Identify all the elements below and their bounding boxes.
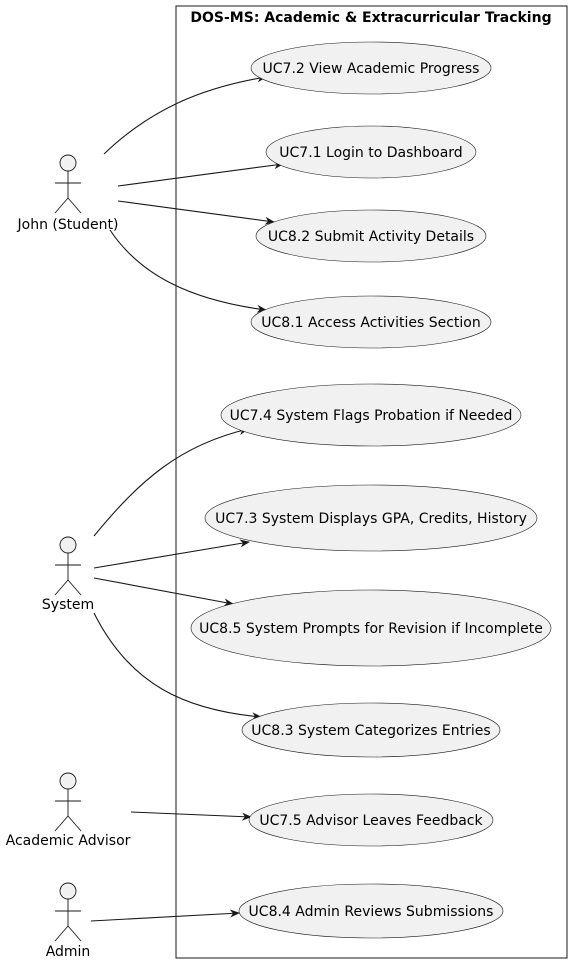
use-case-uc83: UC8.3 System Categorizes Entries bbox=[241, 702, 501, 758]
use-case-label: UC8.1 Access Activities Section bbox=[261, 315, 480, 331]
use-case-uc72: UC7.2 View Academic Progress bbox=[250, 41, 492, 95]
association-system-uc83 bbox=[93, 612, 262, 721]
use-case-label: UC8.5 System Prompts for Revision if Inc… bbox=[199, 621, 543, 637]
use-case-label: UC8.2 Submit Activity Details bbox=[268, 229, 474, 245]
use-case-uc74: UC7.4 System Flags Probation if Needed bbox=[220, 383, 522, 447]
association-john-uc81 bbox=[109, 229, 267, 313]
actor-head bbox=[59, 154, 77, 172]
association-john-uc72 bbox=[103, 74, 267, 155]
actor-head bbox=[59, 772, 77, 790]
actor-label: System bbox=[42, 597, 94, 613]
actor-label: Academic Advisor bbox=[6, 833, 131, 849]
actor-label: John (Student) bbox=[17, 217, 119, 233]
use-case-uc85: UC8.5 System Prompts for Revision if Inc… bbox=[190, 589, 552, 667]
association-admin-uc84 bbox=[90, 909, 240, 922]
system-title: DOS-MS: Academic & Extracurricular Track… bbox=[190, 10, 551, 26]
use-case-uc81: UC8.1 Access Activities Section bbox=[250, 295, 492, 349]
use-case-label: UC8.4 Admin Reviews Submissions bbox=[249, 904, 494, 920]
actor-head bbox=[59, 536, 77, 554]
use-case-label: UC7.4 System Flags Probation if Needed bbox=[230, 408, 513, 424]
use-case-uc71: UC7.1 Login to Dashboard bbox=[265, 125, 477, 179]
use-case-label: UC8.3 System Categorizes Entries bbox=[251, 723, 490, 739]
use-case-label: UC7.3 System Displays GPA, Credits, Hist… bbox=[215, 511, 527, 527]
use-case-uc75: UC7.5 Advisor Leaves Feedback bbox=[248, 793, 494, 847]
actor-system: System bbox=[42, 536, 94, 613]
association-john-uc71 bbox=[117, 161, 284, 187]
use-case-label: UC7.5 Advisor Leaves Feedback bbox=[259, 813, 483, 829]
use-case-label: UC7.2 View Academic Progress bbox=[263, 61, 480, 77]
association-system-uc74 bbox=[93, 427, 249, 537]
use-case-uc73: UC7.3 System Displays GPA, Credits, Hist… bbox=[204, 484, 538, 552]
association-advisor-uc75 bbox=[130, 811, 252, 821]
actor-academic-advisor: Academic Advisor bbox=[6, 772, 131, 849]
system-boundary: DOS-MS: Academic & Extracurricular Track… bbox=[175, 5, 568, 959]
associations bbox=[90, 74, 284, 922]
actor-label: Admin bbox=[46, 944, 91, 960]
association-system-uc85 bbox=[93, 577, 234, 607]
use-case-uc84: UC8.4 Admin Reviews Submissions bbox=[238, 883, 504, 939]
actor-john: John (Student) bbox=[17, 154, 119, 233]
actor-head bbox=[59, 882, 77, 900]
use-case-uc82: UC8.2 Submit Activity Details bbox=[255, 209, 487, 263]
association-john-uc82 bbox=[117, 200, 275, 225]
association-system-uc73 bbox=[93, 539, 250, 569]
actor-admin: Admin bbox=[46, 882, 91, 960]
use-case-label: UC7.1 Login to Dashboard bbox=[279, 145, 462, 161]
